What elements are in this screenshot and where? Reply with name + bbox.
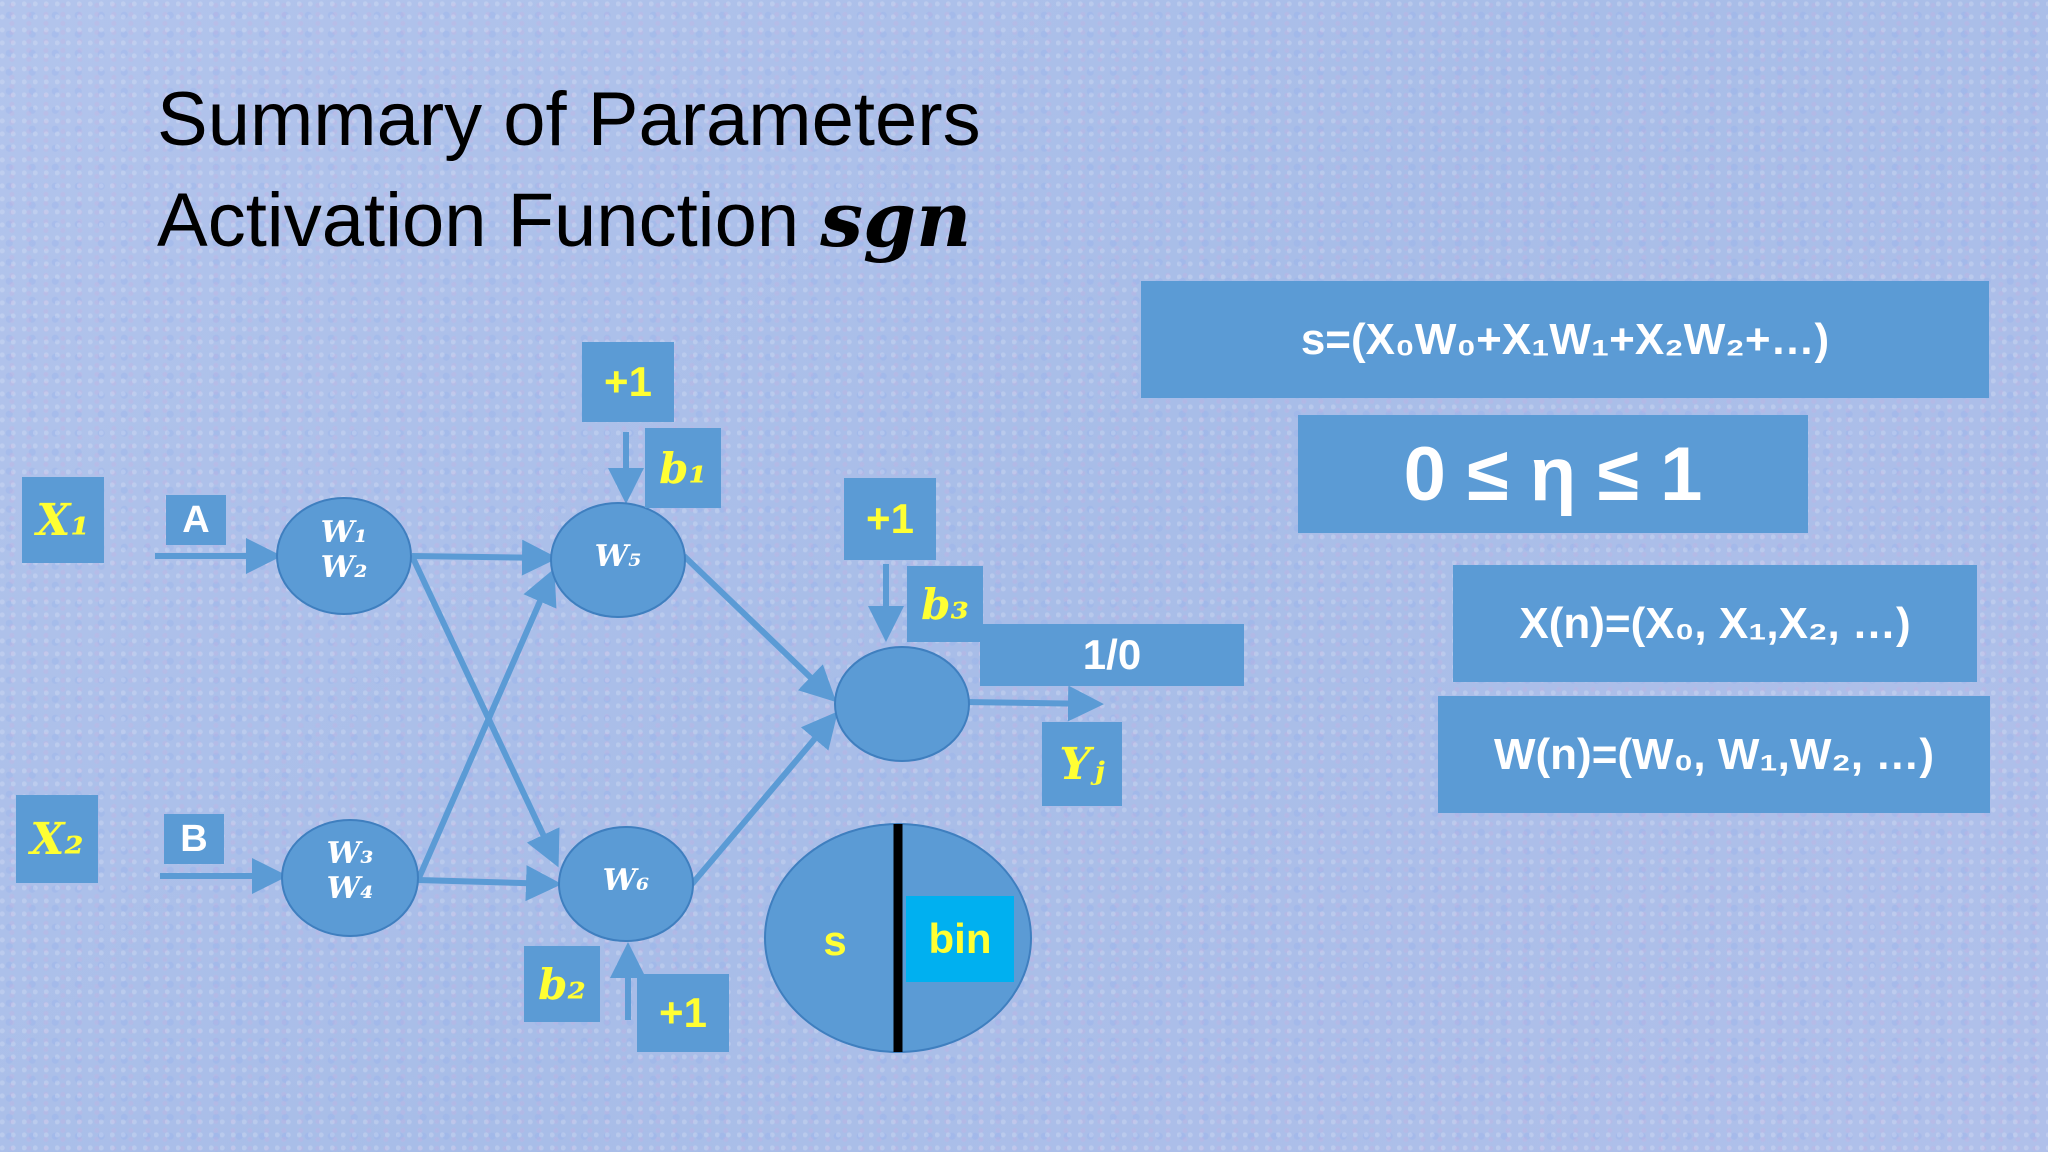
output-neuron: [834, 646, 970, 762]
input-x2-box: X₂: [16, 795, 98, 883]
formula-s-box: s=(X₀W₀+X₁W₁+X₂W₂+…): [1141, 281, 1989, 398]
bias-b2-label: b₂: [524, 946, 600, 1022]
title-sgn-symbol: sgn: [820, 175, 972, 264]
slide-title-line2: Activation Function sgn: [157, 182, 971, 259]
weight-w4-label: W₄: [326, 870, 374, 906]
slide-title-line1: Summary of Parameters: [157, 77, 981, 162]
neuron-2: [281, 819, 419, 937]
weight-w1-label: W₁: [320, 515, 368, 550]
split-s-label: s: [823, 917, 847, 964]
output-arrow: [963, 685, 1104, 722]
neuron-1-label: W₁ W₂: [304, 515, 384, 585]
edge-n6-out: [689, 711, 838, 886]
edge-n2-n6: [417, 865, 562, 902]
input-x1-box: X₁: [22, 477, 104, 563]
output-value-box: 1/0: [980, 624, 1244, 686]
neuron-2-label: W₃ W₄: [310, 836, 390, 906]
formula-w-vector-box: W(n)=(W₀, W₁,W₂, …): [1438, 696, 1990, 813]
formula-eta-box: 0 ≤ η ≤ 1: [1298, 415, 1808, 533]
bias-b1-label: b₁: [645, 428, 721, 508]
formula-x-vector-box: X(n)=(X₀, X₁,X₂, …): [1453, 565, 1977, 682]
input-b-label: B: [164, 814, 224, 864]
edge-n2-n5: [415, 568, 557, 882]
edge-n1-n5: [411, 539, 558, 576]
edge-n5-out: [681, 553, 837, 703]
input-a-label: A: [166, 495, 226, 545]
output-yj-box: Yⱼ: [1042, 722, 1122, 806]
split-bin-label: bin: [906, 896, 1014, 982]
bias-plus1-bottom: +1: [637, 974, 729, 1052]
bias-b3-label: b₃: [907, 566, 983, 642]
neuron-5: [550, 502, 686, 618]
bias-plus1-top: +1: [582, 342, 674, 422]
neuron-1: [276, 497, 412, 615]
title-line2-text: Activation Function: [157, 178, 821, 263]
edge-n1-n6: [409, 554, 560, 868]
bias-plus1-mid: +1: [844, 478, 936, 560]
weight-w5-label: W₅: [594, 539, 642, 574]
weight-w3-label: W₃: [326, 836, 374, 871]
weight-w2-label: W₂: [320, 549, 368, 585]
neuron-6: [558, 826, 694, 942]
weight-w6-label: W₆: [602, 863, 650, 898]
